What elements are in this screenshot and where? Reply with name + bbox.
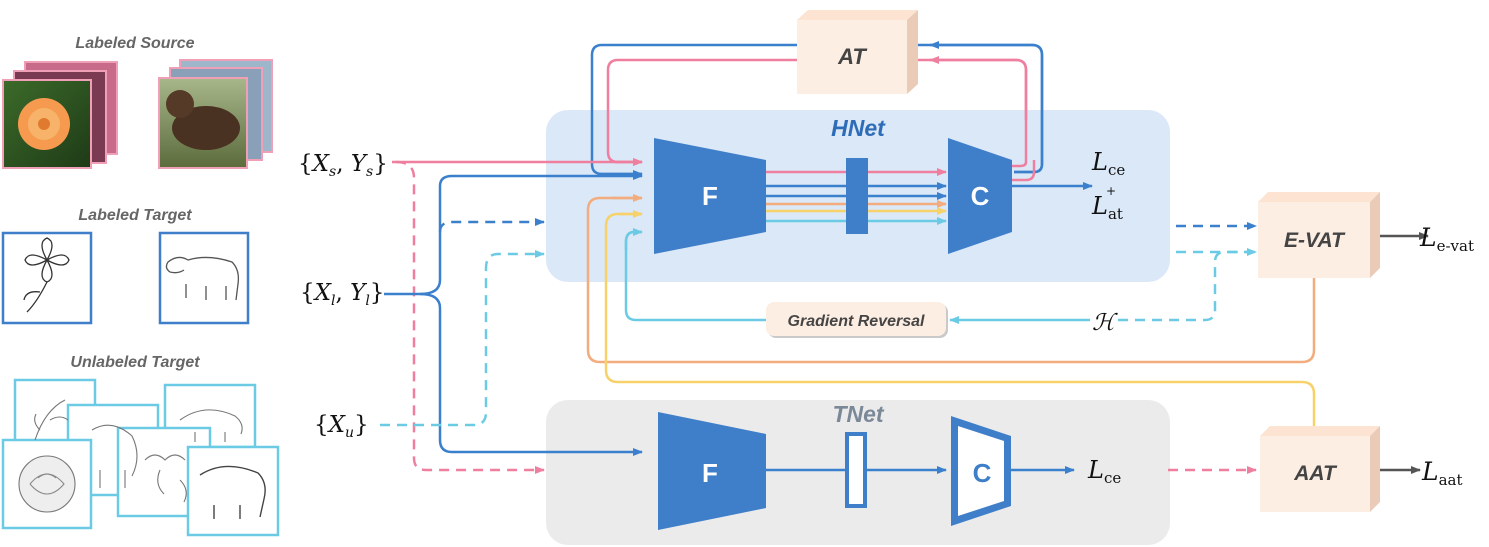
svg-text:E-VAT: E-VAT [1284,229,1346,252]
labeled-source-label: Labeled Source [75,35,194,52]
unlabeled-sketch-strokes [18,399,266,519]
source-input-label: {Xs, Ys} [298,151,388,180]
at-loop-pink-return [929,56,1028,120]
loss-aat: Laat [1421,457,1463,489]
source-bear-stack [158,59,273,169]
entropy-to-evat-dashed [1118,250,1256,322]
evat-feedback-line [586,196,1316,364]
hnet-feature-extractor [654,138,766,254]
hnet-classifier [948,138,1012,254]
tnet-feature-extractor [658,412,766,530]
at-module: AT [797,10,918,94]
unlabeled-to-hnet-dashed-arrow [380,250,545,427]
svg-text:AT: AT [837,44,867,69]
unlabeled-input-label: {Xu} [314,412,369,441]
hnet-loss-at-plus: + [1106,184,1116,198]
hnet-loss-at: Lat [1091,192,1123,223]
gradient-reversal-module: Gradient Reversal [766,302,948,338]
svg-text:Gradient Reversal: Gradient Reversal [788,313,926,330]
labeled-target-label: Labeled Target [78,207,192,224]
target-flower-sketch [1,231,93,325]
svg-text:AAT: AAT [1293,462,1338,485]
target-bear-sketch [158,231,250,325]
entropy-symbol: ℋ [1092,310,1118,336]
tnet-c-label: C [973,458,992,488]
hnet-f-label: F [702,181,718,211]
aat-feedback-line [604,212,1316,428]
tnet-loss-ce: Lce [1087,456,1121,487]
labeled-input-label: {Xl, Yl} [300,280,384,309]
at-loop-blue-return [929,41,1044,174]
hnet-loss-ce: Lce [1091,148,1125,179]
gr-into-f-arrow [624,228,643,250]
evat-module: E-VAT [1258,192,1380,278]
aat-module: AAT [1260,426,1380,512]
labeled-to-hnet-arrow [384,172,643,296]
loss-evat: Le-vat [1419,223,1474,255]
tnet-feature-bar [845,432,867,508]
hnet-c-label: C [971,181,990,211]
hnet-feature-bar [846,158,868,234]
labeled-to-tnet-arrow [419,292,643,456]
labeled-to-hnet-dashed-arrow [438,218,545,233]
source-flower-stack [2,61,118,169]
tnet-f-label: F [702,458,718,488]
c-to-at-pink [1012,160,1036,182]
unlabeled-target-label: Unlabeled Target [70,354,200,371]
unlabeled-sketch-collage [1,378,280,537]
tnet-classifier-inner [958,426,1004,516]
tnet-title: TNet [832,401,884,427]
source-to-tnet-dashed-arrow [395,160,545,474]
hnet-title: HNet [831,115,886,141]
